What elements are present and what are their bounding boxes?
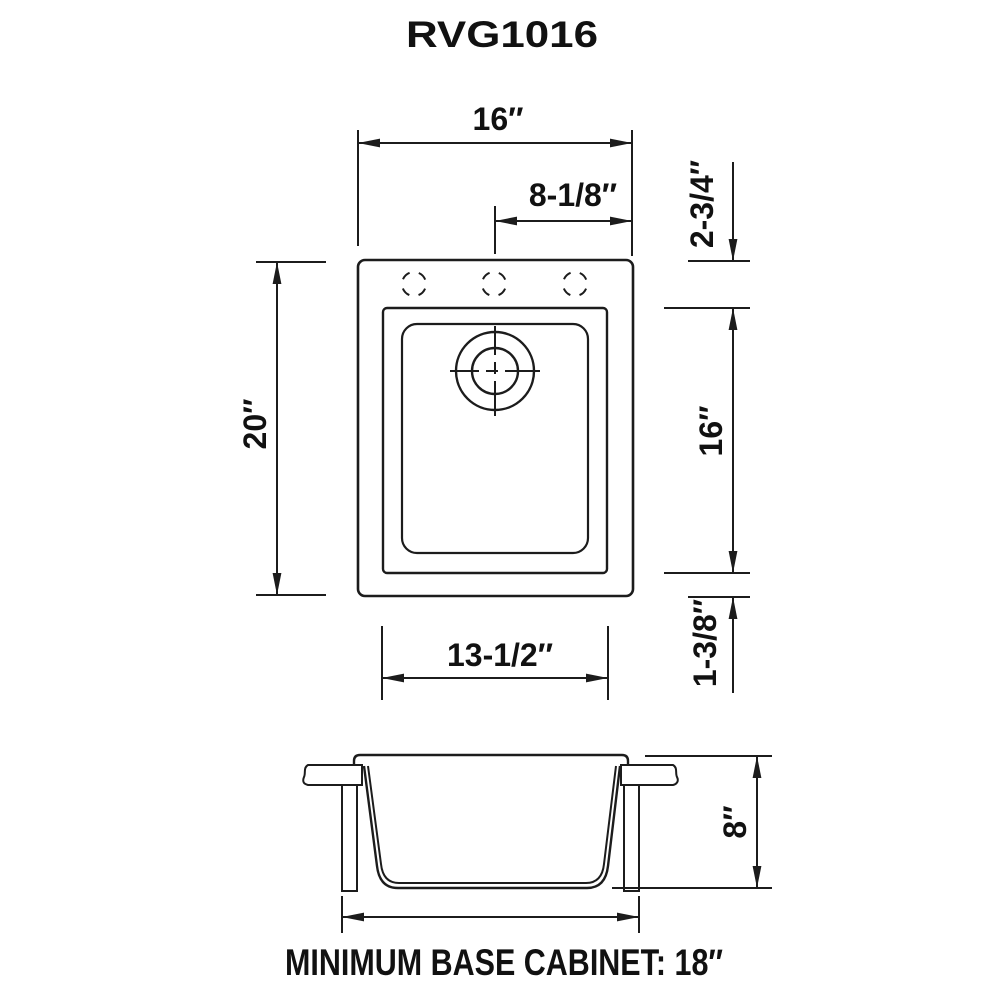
label-overall-width: 16″ bbox=[473, 101, 524, 137]
label-bowl-width: 13-1/2″ bbox=[447, 637, 553, 673]
faucet-holes bbox=[401, 271, 588, 297]
dim-bowl-length bbox=[664, 307, 750, 574]
label-bowl-to-bottom-edge: 1-3/8″ bbox=[687, 599, 723, 687]
faucet-hole-icon bbox=[401, 271, 427, 297]
bowl-inner-edge bbox=[400, 322, 590, 555]
bowl-rim-edge bbox=[381, 306, 609, 575]
bowl-outer-profile bbox=[362, 765, 622, 890]
drain bbox=[450, 326, 540, 416]
dim-overall-depth bbox=[256, 261, 326, 596]
countertop-left bbox=[302, 764, 363, 786]
label-bowl-depth: 8″ bbox=[717, 805, 753, 838]
cabinet-wall-right bbox=[623, 784, 640, 892]
dim-bowl-depth bbox=[612, 755, 772, 889]
sink-outer-edge bbox=[356, 258, 635, 598]
faucet-hole-icon bbox=[562, 271, 588, 297]
faucet-hole-icon bbox=[481, 271, 507, 297]
dim-bowl-width bbox=[381, 626, 609, 700]
bowl-inner-profile bbox=[367, 765, 617, 884]
dim-center-to-right bbox=[494, 206, 632, 254]
cabinet-wall-left bbox=[341, 784, 358, 892]
dim-overall-width bbox=[357, 130, 633, 256]
label-center-to-right: 8-1/8″ bbox=[529, 177, 617, 213]
label-overall-depth: 20″ bbox=[237, 399, 273, 450]
minimum-base-cabinet-note: MINIMUM BASE CABINET: 18″ bbox=[285, 942, 723, 983]
dim-top-edge-to-bowl bbox=[688, 162, 750, 262]
top-view bbox=[356, 258, 635, 598]
label-bowl-length: 16″ bbox=[693, 406, 729, 457]
side-view bbox=[302, 753, 679, 892]
sink-rim-profile bbox=[352, 753, 630, 765]
countertop-right bbox=[620, 764, 679, 786]
dim-bowl-to-bottom-edge bbox=[688, 596, 750, 693]
dim-min-base-cabinet bbox=[341, 896, 640, 933]
model-number: RVG1016 bbox=[406, 14, 598, 55]
label-top-edge-to-bowl: 2-3/4″ bbox=[684, 160, 720, 248]
